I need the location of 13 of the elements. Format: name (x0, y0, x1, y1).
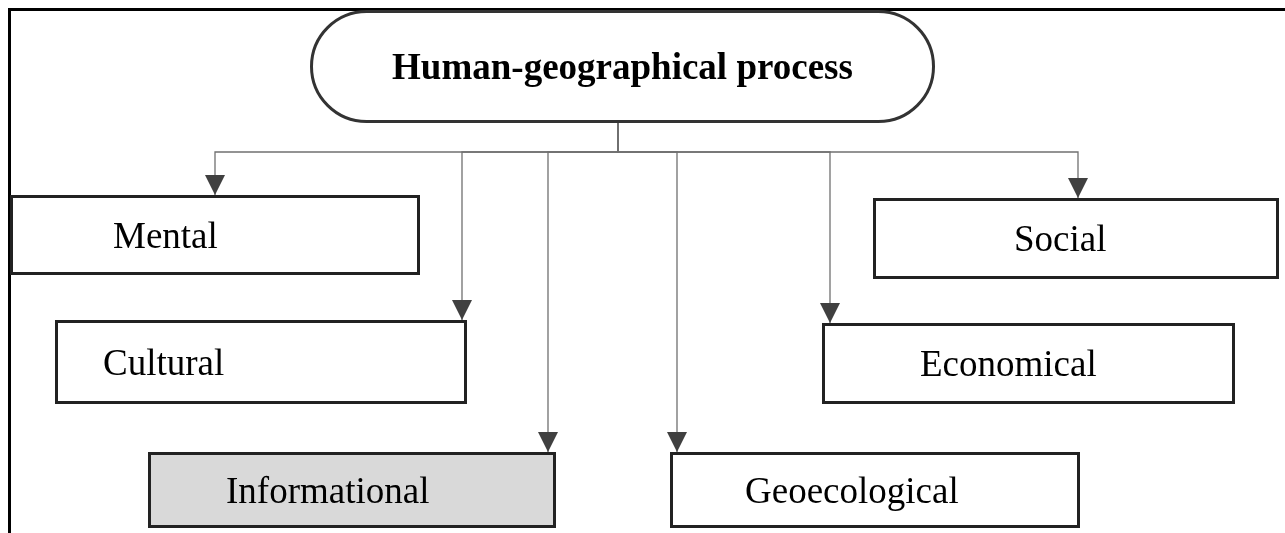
diagram-heading: Human-geographical process (392, 48, 853, 85)
category-label: Cultural (103, 343, 225, 381)
category-box (873, 198, 1279, 279)
category-box (670, 452, 1080, 528)
category-box (10, 195, 420, 275)
category-box (55, 320, 467, 404)
category-box (148, 452, 556, 528)
category-label: Economical (920, 345, 1097, 382)
category-box (822, 323, 1235, 404)
category-label: Informational (226, 471, 430, 509)
category-label: Social (1014, 220, 1107, 257)
category-label: Geoecological (745, 471, 959, 509)
category-label: Mental (113, 216, 218, 254)
